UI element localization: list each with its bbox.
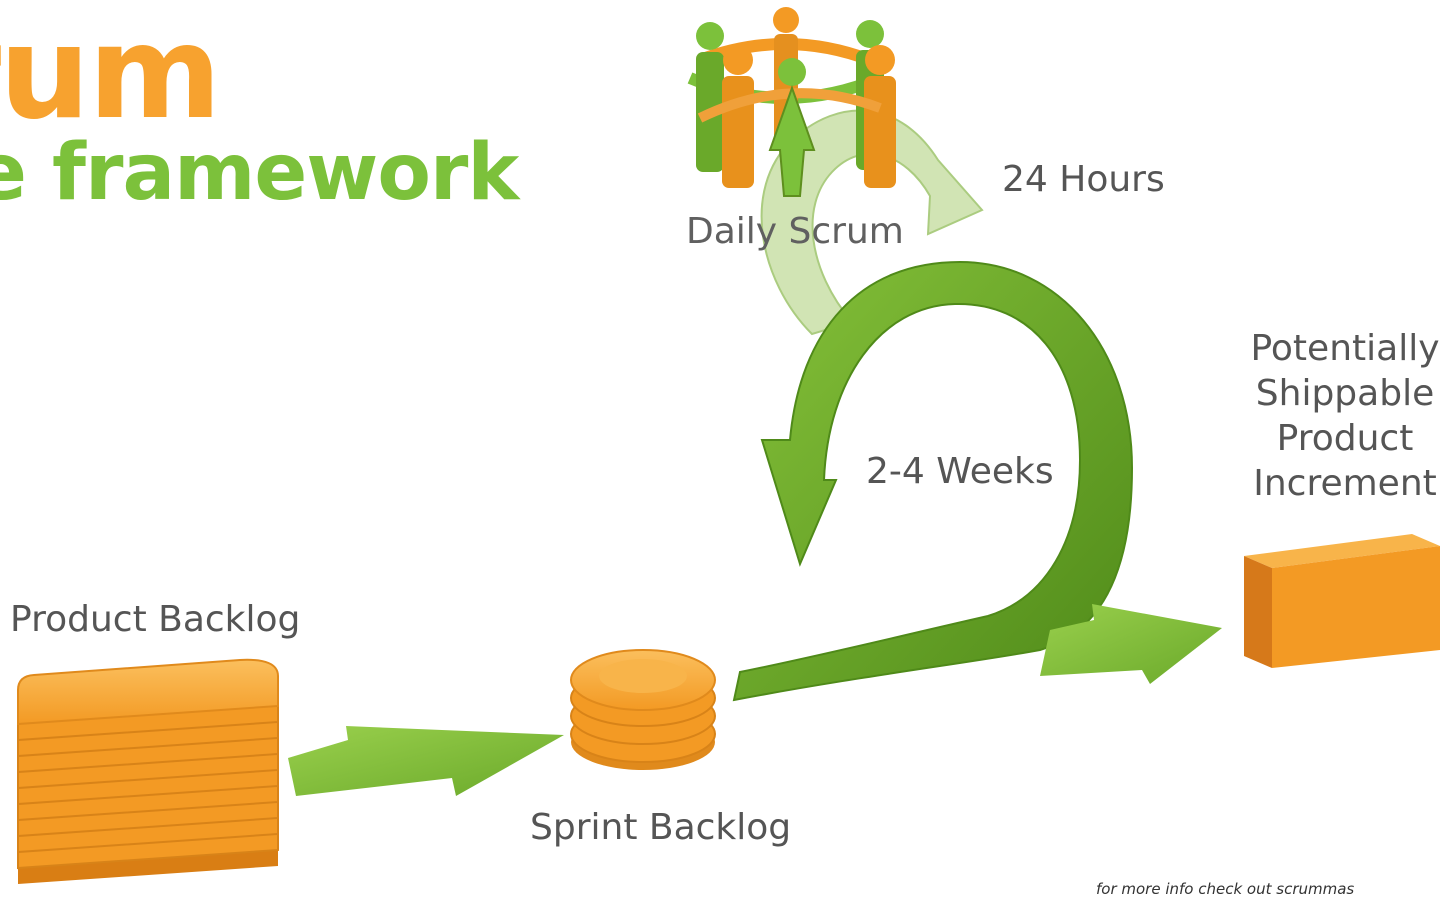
sprint-cycle-arrow-icon — [732, 260, 1134, 702]
page-subtitle: e framework — [0, 128, 519, 218]
daily-cycle-arrow-icon — [760, 109, 984, 336]
footnote-link[interactable]: for more info check out scrummas — [1096, 880, 1355, 898]
sprint-backlog-label: Sprint Backlog — [530, 807, 792, 848]
daily-scrum-label: Daily Scrum — [686, 211, 904, 252]
product-backlog-stack-icon — [17, 658, 279, 884]
weeks-label: 2-4 Weeks — [866, 451, 1054, 492]
hours-label: 24 Hours — [1002, 159, 1165, 200]
product-backlog-label: Product Backlog — [10, 599, 301, 640]
backlog-to-sprint-arrow-icon — [288, 726, 564, 796]
increment-box-icon — [1244, 534, 1440, 668]
increment-label: Potentially Shippable Product Increment — [1250, 328, 1440, 504]
sprint-backlog-stack-icon — [570, 649, 716, 770]
increment-arrow-icon — [1040, 604, 1222, 684]
page-title: rum — [0, 0, 222, 148]
scrum-team-icon — [687, 7, 896, 197]
